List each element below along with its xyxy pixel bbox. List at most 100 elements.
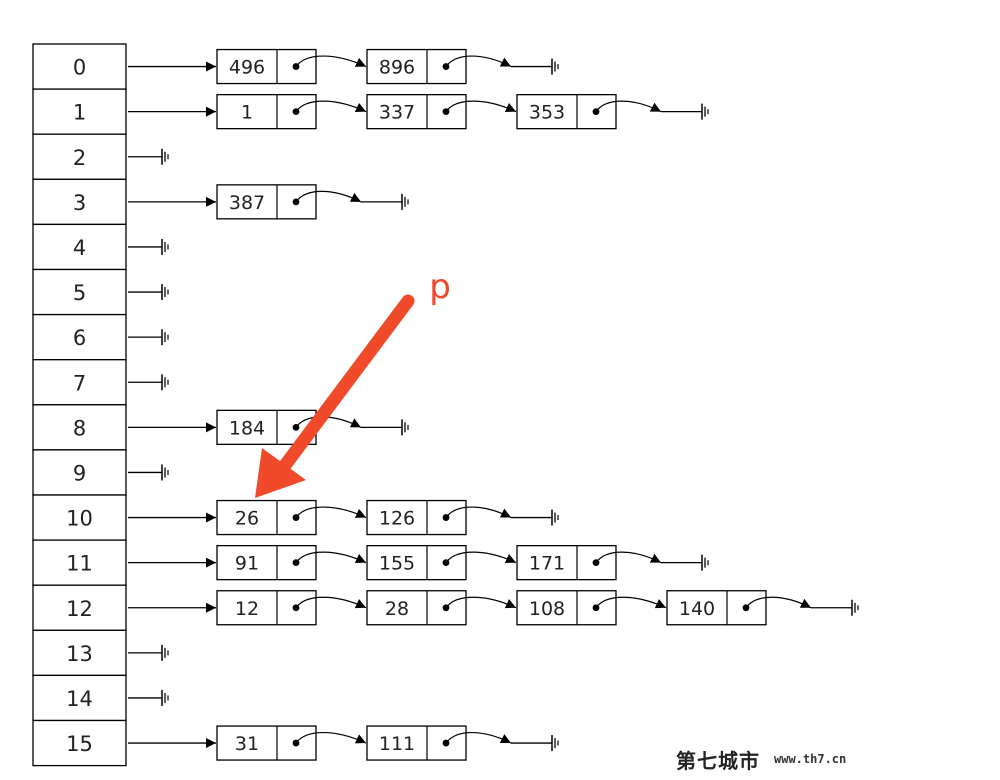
bucket-cell xyxy=(32,539,127,586)
list-node: 387 xyxy=(216,184,409,220)
list-node: 353 xyxy=(516,94,709,130)
bucket-cell xyxy=(32,133,127,180)
bucket-cell xyxy=(32,178,127,226)
next-link-arrow xyxy=(295,506,367,519)
null-ground-icon xyxy=(128,374,169,391)
bucket-row: 13 xyxy=(32,629,169,677)
bucket-index-label: 4 xyxy=(73,236,86,260)
bucket-index-label: 0 xyxy=(73,56,86,80)
list-node: 31 xyxy=(216,725,367,761)
list-node: 26 xyxy=(216,499,367,536)
bucket-index-label: 6 xyxy=(73,326,86,350)
next-link-arrow xyxy=(445,506,512,519)
list-node: 155 xyxy=(366,545,517,581)
next-link-arrow xyxy=(445,732,512,744)
pointer-arrowhead-icon xyxy=(255,448,306,498)
bucket-index-label: 9 xyxy=(73,461,86,485)
next-link-arrow xyxy=(295,55,367,68)
node-box xyxy=(216,94,317,130)
bucket-index-label: 11 xyxy=(66,552,93,576)
null-ground-icon xyxy=(511,735,559,752)
bucket-cell xyxy=(32,719,127,767)
bucket-row: 2 xyxy=(32,133,169,180)
next-link-arrow xyxy=(595,551,662,564)
next-link-arrow xyxy=(445,551,517,564)
watermark: 第七城市 www.th7.cn xyxy=(676,744,846,774)
node-box xyxy=(366,725,467,761)
node-key-label: 496 xyxy=(229,57,265,79)
node-key-label: 387 xyxy=(229,192,265,214)
node-key-label: 31 xyxy=(235,733,259,755)
bucket-row: 4 xyxy=(32,223,169,271)
node-box xyxy=(216,184,317,220)
bucket-index-label: 13 xyxy=(66,642,93,666)
bucket-index-label: 8 xyxy=(73,416,86,440)
pointer-p: p xyxy=(255,267,451,498)
pointer-arrow-shaft xyxy=(276,294,415,475)
null-ground-icon xyxy=(511,509,559,526)
list-node: 140 xyxy=(666,590,859,626)
node-box xyxy=(366,94,467,130)
node-key-label: 171 xyxy=(529,553,565,575)
null-ground-icon xyxy=(128,689,169,706)
bucket-row: 14 xyxy=(32,674,169,722)
node-key-label: 1 xyxy=(241,102,253,124)
list-node: 1 xyxy=(216,94,367,130)
null-ground-icon xyxy=(128,238,169,255)
null-ground-icon xyxy=(661,554,709,571)
bucket-cell xyxy=(32,359,127,406)
bucket-row: 15 31 111 xyxy=(32,719,559,767)
list-node: 496 xyxy=(216,48,367,85)
bucket-cell xyxy=(32,43,127,90)
next-link-arrow xyxy=(445,100,517,113)
bucket-index-label: 2 xyxy=(73,146,86,170)
null-ground-icon xyxy=(511,58,559,75)
node-key-label: 91 xyxy=(235,553,259,575)
null-ground-icon xyxy=(661,103,709,120)
next-link-arrow xyxy=(295,100,367,113)
node-key-label: 353 xyxy=(529,102,565,124)
node-box xyxy=(516,590,617,626)
list-node: 91 xyxy=(216,545,367,581)
null-ground-icon xyxy=(811,599,859,616)
bucket-cell xyxy=(32,674,127,722)
node-key-label: 126 xyxy=(379,508,415,530)
bucket-row: 8 184 xyxy=(32,404,409,451)
next-link-arrow xyxy=(745,596,812,609)
next-link-arrow xyxy=(595,596,667,609)
next-link-arrow xyxy=(295,551,367,564)
bucket-index-label: 1 xyxy=(73,101,86,125)
bucket-cell xyxy=(32,494,127,541)
null-ground-icon xyxy=(128,644,169,661)
bucket-cell xyxy=(32,404,127,451)
node-key-label: 184 xyxy=(229,417,265,439)
next-link-arrow xyxy=(445,596,517,609)
null-ground-icon xyxy=(128,464,169,481)
null-ground-icon xyxy=(128,284,169,301)
bucket-index-label: 14 xyxy=(66,687,93,711)
node-key-label: 108 xyxy=(529,598,565,620)
bucket-index-label: 12 xyxy=(66,597,93,621)
bucket-index-label: 10 xyxy=(66,507,93,531)
node-box xyxy=(216,725,317,761)
next-link-arrow xyxy=(595,100,662,113)
bucket-index-label: 15 xyxy=(66,732,93,756)
list-node: 111 xyxy=(366,725,559,761)
bucket-row: 5 xyxy=(32,268,169,316)
node-key-label: 28 xyxy=(385,598,409,620)
pointer-label: p xyxy=(429,267,451,307)
node-box xyxy=(216,499,317,536)
bucket-row: 11 91 155 171 xyxy=(32,539,709,586)
list-node: 28 xyxy=(366,590,517,626)
node-box xyxy=(516,94,617,130)
bucket-row: 10 26 126 xyxy=(32,494,559,541)
null-ground-icon xyxy=(361,193,409,210)
bucket-row: 9 xyxy=(32,449,169,496)
bucket-cell xyxy=(32,268,127,316)
list-node: 108 xyxy=(516,590,667,626)
list-node: 337 xyxy=(366,94,517,130)
node-key-label: 111 xyxy=(379,733,415,755)
node-box xyxy=(366,499,467,536)
